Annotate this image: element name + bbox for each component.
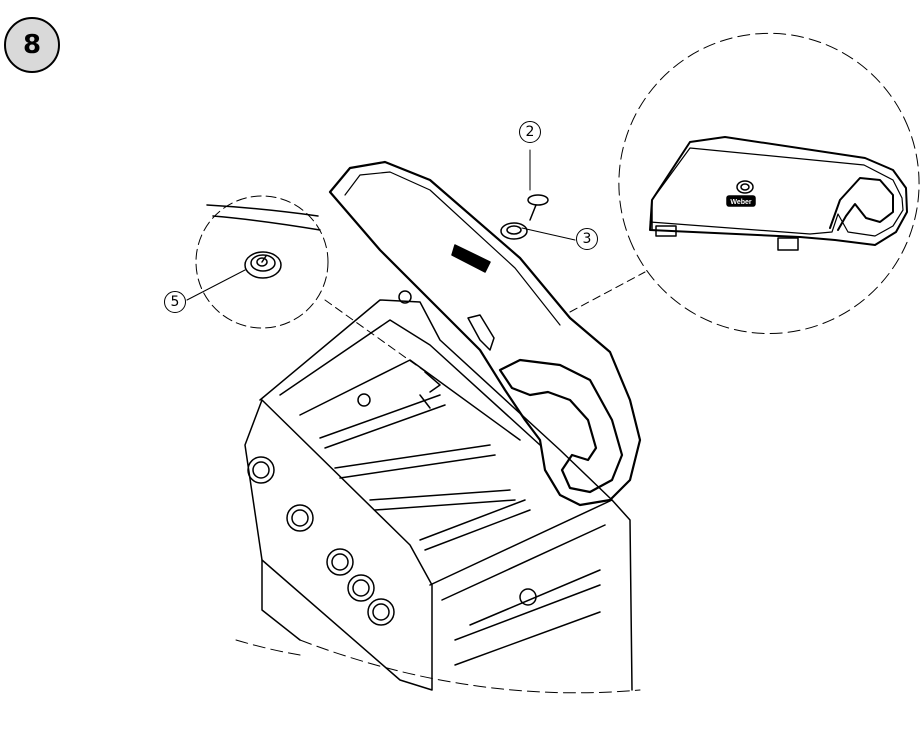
part-2-thermometer — [527, 194, 549, 221]
callout-part-5: 5 — [164, 291, 186, 313]
grill-body — [235, 290, 641, 694]
step-number-badge: 8 — [4, 17, 60, 73]
lid-detail-view — [618, 32, 920, 335]
lid-logo-text: Weber — [730, 199, 752, 206]
callout-part-3: 3 — [576, 228, 598, 250]
grill-lid — [328, 160, 642, 507]
callout-part-2: 2 — [519, 121, 541, 143]
part-3-bezel — [500, 222, 528, 240]
thermometer-detail-view — [195, 195, 329, 329]
